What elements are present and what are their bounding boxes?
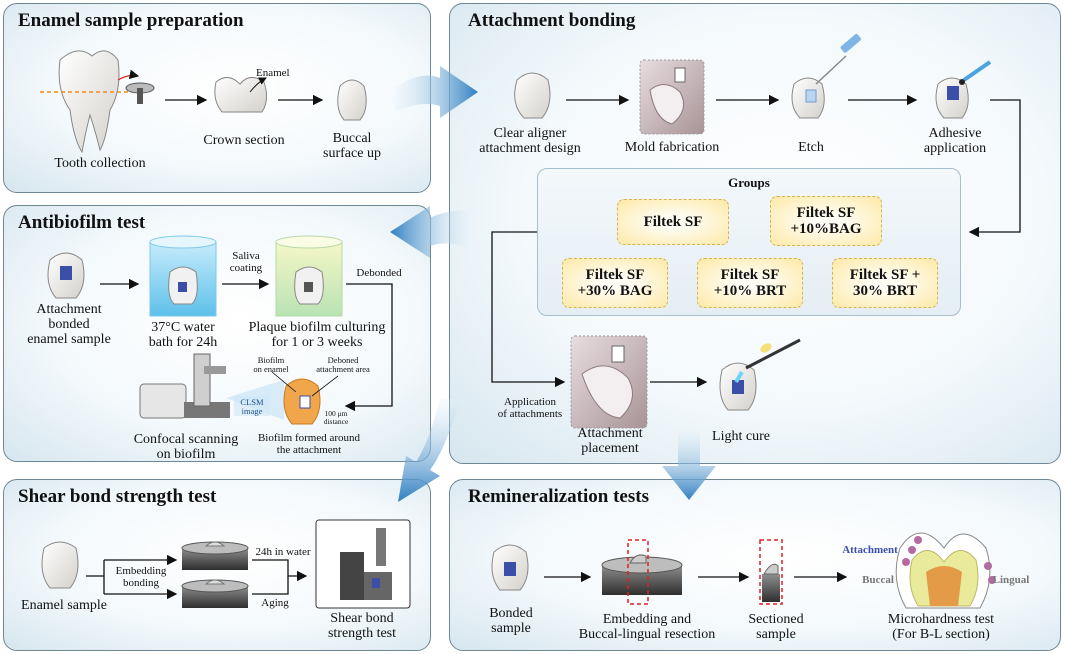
- deboned-area-label: Deboned attachment area: [316, 355, 370, 374]
- mold-label: Mold fabrication: [624, 140, 720, 155]
- panel-title: Shear bond strength test: [18, 486, 217, 507]
- group-item: Filtek SF +10% BRT: [697, 258, 803, 308]
- sectioned-sample-icon: [759, 539, 783, 605]
- shear-test-label: Shear bond strength test: [327, 611, 397, 641]
- buccal-tooth-icon: [337, 79, 367, 121]
- remineral-tooth-icon: [491, 544, 529, 591]
- panel-title: Attachment bonding: [468, 10, 636, 31]
- cross-section-icon: [895, 532, 996, 609]
- enamel-label: Enamel: [256, 67, 290, 79]
- debonded-label: Debonded: [356, 267, 402, 279]
- etch-label: Etch: [798, 140, 824, 155]
- embedding-disk-icon: [181, 579, 249, 608]
- group-item: Filtek SF +10%BAG: [770, 196, 882, 246]
- aging-label: Aging: [261, 597, 289, 609]
- groups-title: Groups: [728, 175, 770, 190]
- flow-arrow: [662, 430, 716, 500]
- light-cure-label: Light cure: [712, 429, 770, 444]
- panel-title: Antibiofilm test: [18, 212, 146, 233]
- cutting-disc-icon: [117, 69, 155, 104]
- panel-title: Remineralization tests: [468, 486, 649, 507]
- flow-arrow: [390, 206, 470, 258]
- group-item: Filtek SF: [617, 199, 729, 245]
- water24-label: 24h in water: [255, 546, 311, 558]
- adhesive-icon: [935, 60, 992, 119]
- microscope-icon: [139, 353, 230, 419]
- water-bath-icon: [149, 235, 217, 317]
- buccal-label: Buccal: [862, 574, 894, 586]
- plaque-culture-icon: [275, 235, 343, 317]
- group-item: Filtek SF + 30% BRT: [832, 258, 938, 308]
- etch-icon: [791, 34, 861, 119]
- clsm-label: CLSM image: [240, 397, 264, 416]
- design-tooth-icon: [514, 72, 551, 119]
- embedding-disk-icon: [181, 541, 249, 570]
- tooth-icon: [58, 50, 120, 154]
- attachment-label: Attachment: [842, 544, 898, 556]
- distance-label: 100 μm distance: [323, 409, 349, 426]
- design-label: Clear aligner attachment design: [479, 126, 581, 156]
- biofilm-formed-label: Biofilm formed around the attachment: [257, 432, 361, 456]
- saliva-label: Saliva coating: [229, 250, 263, 274]
- adhesive-label: Adhesive application: [923, 126, 987, 156]
- placement-icon: [570, 335, 648, 429]
- microhardness-label: Microhardness test (For B-L section): [887, 612, 995, 642]
- crown-section-label: Crown section: [203, 133, 285, 148]
- shear-machine-icon: [315, 519, 411, 609]
- buccal-surface-label: Buccal surface up: [323, 131, 381, 161]
- antibiofilm-panel: Antibiofilm test: [3, 205, 431, 462]
- panel-title: Enamel sample preparation: [18, 10, 244, 31]
- tooth-collection-label: Tooth collection: [54, 156, 146, 171]
- biofilm-enamel-label: Biofilm on enamel: [253, 355, 289, 374]
- group-item: Filtek SF +30% BAG: [562, 258, 668, 308]
- light-cure-icon: [719, 338, 801, 411]
- enamel-sample-label: Enamel sample: [21, 598, 107, 613]
- resection-disk-icon: [601, 539, 683, 605]
- confocal-label: Confocal scanning on biofilm: [133, 432, 239, 462]
- embedding-resection-label: Embedding and Buccal-lingual resection: [578, 612, 716, 642]
- flow-arrow: [395, 66, 478, 118]
- bonded-sample-label: Attachment bonded enamel sample: [27, 302, 111, 347]
- bonded-enamel-icon: [47, 252, 85, 299]
- placement-label: Attachment placement: [577, 426, 643, 456]
- application-label: Application of attachments: [497, 396, 563, 420]
- biofilm-tooth-icon: [283, 378, 321, 425]
- mold-icon: [639, 59, 705, 135]
- flow-arrow: [398, 398, 460, 502]
- plaque-label: Plaque biofilm culturing for 1 or 3 week…: [248, 320, 386, 350]
- lingual-label: Lingual: [992, 574, 1030, 586]
- bonded-label: Bonded sample: [489, 606, 533, 636]
- shear-tooth-icon: [41, 541, 79, 589]
- embedding-label: Embedding bonding: [115, 565, 167, 589]
- water-bath-label: 37°C water bath for 24h: [148, 320, 218, 350]
- sectioned-label: Sectioned sample: [748, 612, 804, 642]
